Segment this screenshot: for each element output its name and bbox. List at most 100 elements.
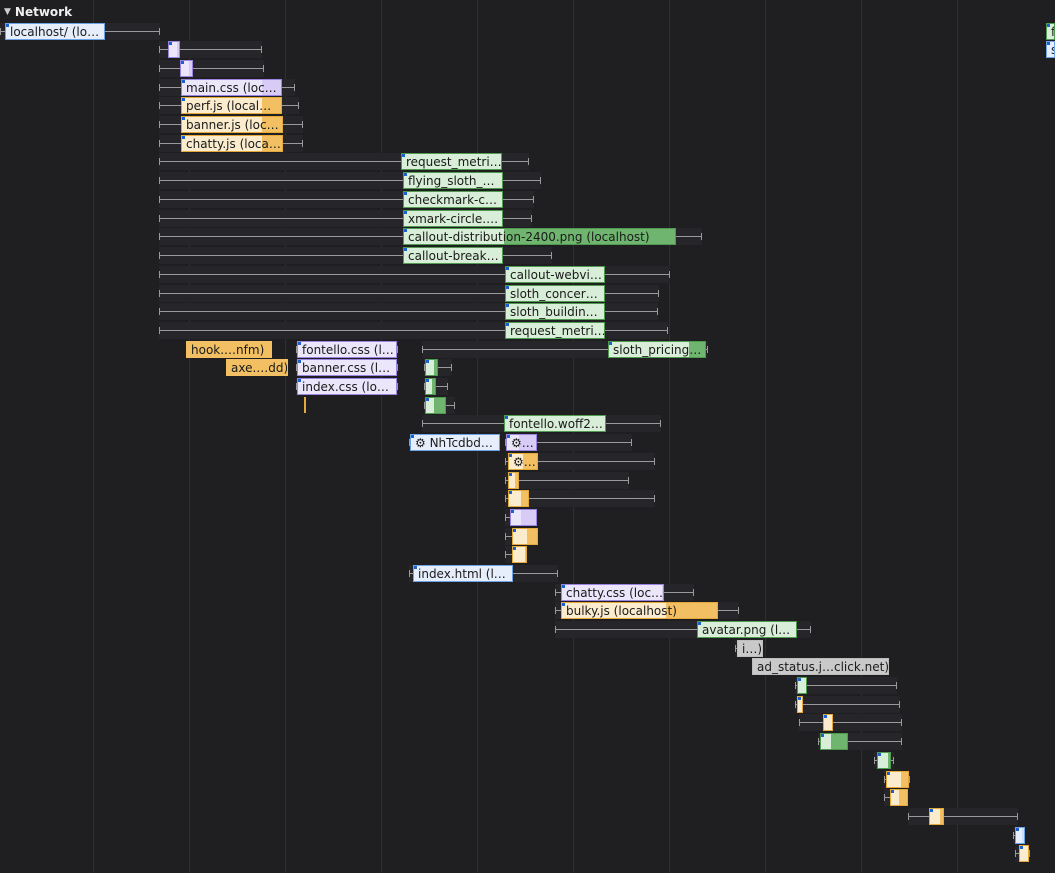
priority-marker-icon xyxy=(182,117,185,120)
gridline xyxy=(765,0,766,873)
request-bar[interactable]: hook.…nfm) xyxy=(186,341,272,358)
request-bar[interactable]: callout-webvi… xyxy=(505,266,605,283)
request-bar[interactable]: banner.css (l… xyxy=(297,359,397,376)
whisker-end-cap xyxy=(658,290,659,297)
collapse-triangle-icon[interactable]: ▼ xyxy=(4,7,11,17)
request-bar[interactable] xyxy=(508,472,519,489)
request-bar[interactable]: callout-break… xyxy=(403,247,503,264)
request-label: localhost/ (lo… xyxy=(10,25,100,39)
request-label: request_metri… xyxy=(510,324,605,338)
request-bar[interactable]: localhost/ (lo… xyxy=(5,23,105,40)
request-bar[interactable] xyxy=(425,359,438,376)
request-bar[interactable]: axe.…dd) xyxy=(226,359,288,376)
request-whisker xyxy=(159,330,668,331)
request-bar[interactable]: ⚙… xyxy=(506,434,537,451)
request-bar[interactable] xyxy=(877,752,891,769)
whisker-end-cap xyxy=(1029,850,1030,857)
whisker-start-cap xyxy=(1015,850,1016,857)
request-bar[interactable]: main.css (loc… xyxy=(181,79,282,96)
request-bar[interactable] xyxy=(180,60,193,77)
priority-marker-icon xyxy=(891,790,894,793)
request-bar[interactable] xyxy=(1015,827,1025,844)
request-bar[interactable] xyxy=(797,696,803,713)
request-bar[interactable]: xmark-circle.… xyxy=(403,210,503,227)
request-bar[interactable] xyxy=(823,714,833,731)
priority-marker-icon xyxy=(298,360,301,363)
priority-marker-icon xyxy=(181,61,184,64)
request-whisker xyxy=(159,161,529,162)
priority-marker-icon xyxy=(798,678,801,681)
request-bar[interactable]: callout-distribution-2400.png (localhost… xyxy=(403,228,676,245)
request-bar[interactable] xyxy=(1019,845,1029,862)
request-bar[interactable]: avatar.png (l… xyxy=(697,621,797,638)
priority-marker-icon xyxy=(426,379,429,382)
request-wait-segment xyxy=(798,697,802,712)
priority-marker-icon xyxy=(6,24,9,27)
whisker-end-cap xyxy=(1017,813,1018,820)
request-label: ⚙ NhTcdbd… xyxy=(415,436,493,450)
request-bar[interactable] xyxy=(886,771,909,788)
priority-marker-icon xyxy=(298,342,301,345)
request-bar[interactable]: chatty.css (loc… xyxy=(561,584,664,601)
request-bar[interactable] xyxy=(508,490,529,507)
priority-marker-icon xyxy=(511,510,514,513)
request-bar[interactable] xyxy=(929,808,944,825)
request-bar[interactable]: ad_status.j…click.net) xyxy=(752,658,889,675)
request-bar[interactable] xyxy=(425,378,436,395)
request-whisker xyxy=(795,704,900,705)
request-label: axe.…dd) xyxy=(231,361,288,375)
request-whisker xyxy=(424,386,448,387)
request-bar[interactable]: fontello.woff2… xyxy=(504,415,606,432)
whisker-end-cap xyxy=(454,402,455,409)
request-bar[interactable]: checkmark-c… xyxy=(403,191,503,208)
priority-marker-icon xyxy=(609,342,612,345)
request-bar[interactable] xyxy=(797,677,807,694)
request-bar[interactable]: bulky.js (localhost) xyxy=(561,602,718,619)
request-bar[interactable]: sloth_concer… xyxy=(505,285,605,302)
request-bar[interactable] xyxy=(890,789,908,806)
request-bar[interactable]: sloth_buildin… xyxy=(505,303,605,320)
request-bar[interactable] xyxy=(820,733,848,750)
request-bar[interactable] xyxy=(168,41,180,58)
request-bar[interactable]: f xyxy=(1046,23,1055,40)
whisker-start-cap xyxy=(296,346,297,353)
request-label: perf.js (local… xyxy=(186,99,272,113)
request-wait-segment xyxy=(698,622,796,637)
request-bar[interactable]: ⚙… xyxy=(508,453,538,470)
whisker-end-cap xyxy=(707,346,708,353)
request-bar[interactable] xyxy=(425,397,446,414)
request-bar[interactable]: chatty.js (loca… xyxy=(181,135,283,152)
request-bar[interactable] xyxy=(512,528,538,545)
request-bar[interactable]: banner.js (loc… xyxy=(181,116,283,133)
priority-marker-icon xyxy=(506,286,509,289)
request-bar[interactable]: sloth_pricing… xyxy=(608,341,706,358)
network-track-header[interactable]: ▼ Network xyxy=(0,3,72,21)
request-bar[interactable]: request_metri… xyxy=(505,322,605,339)
request-bar[interactable]: index.html (l… xyxy=(413,565,513,582)
request-wait-segment xyxy=(404,229,504,244)
whisker-start-cap xyxy=(505,439,506,446)
whisker-end-cap xyxy=(298,102,299,109)
request-wait-segment xyxy=(227,360,287,375)
request-bar[interactable]: i…) xyxy=(737,640,763,657)
request-bar[interactable]: request_metri… xyxy=(401,153,502,170)
request-wait-segment xyxy=(404,173,502,188)
request-bar[interactable]: flying_sloth_… xyxy=(403,172,503,189)
request-bar[interactable] xyxy=(510,509,537,526)
whisker-start-cap xyxy=(1013,832,1014,839)
request-label: sloth_concer… xyxy=(510,287,598,301)
request-wait-segment xyxy=(738,641,762,656)
request-bar[interactable]: perf.js (local… xyxy=(181,97,282,114)
request-wait-segment xyxy=(414,566,512,581)
request-bar[interactable]: ⚙ NhTcdbd… xyxy=(410,434,500,451)
whisker-start-cap xyxy=(159,215,160,222)
request-bar[interactable]: fontello.css (l… xyxy=(297,341,397,358)
request-wait-segment xyxy=(426,379,432,394)
request-bar[interactable] xyxy=(512,546,527,563)
request-bar[interactable]: index.css (lo… xyxy=(297,378,397,395)
request-wait-segment xyxy=(411,435,499,450)
whisker-start-cap xyxy=(159,84,160,91)
request-bar[interactable]: s xyxy=(1046,41,1055,58)
priority-marker-icon xyxy=(1020,846,1023,849)
